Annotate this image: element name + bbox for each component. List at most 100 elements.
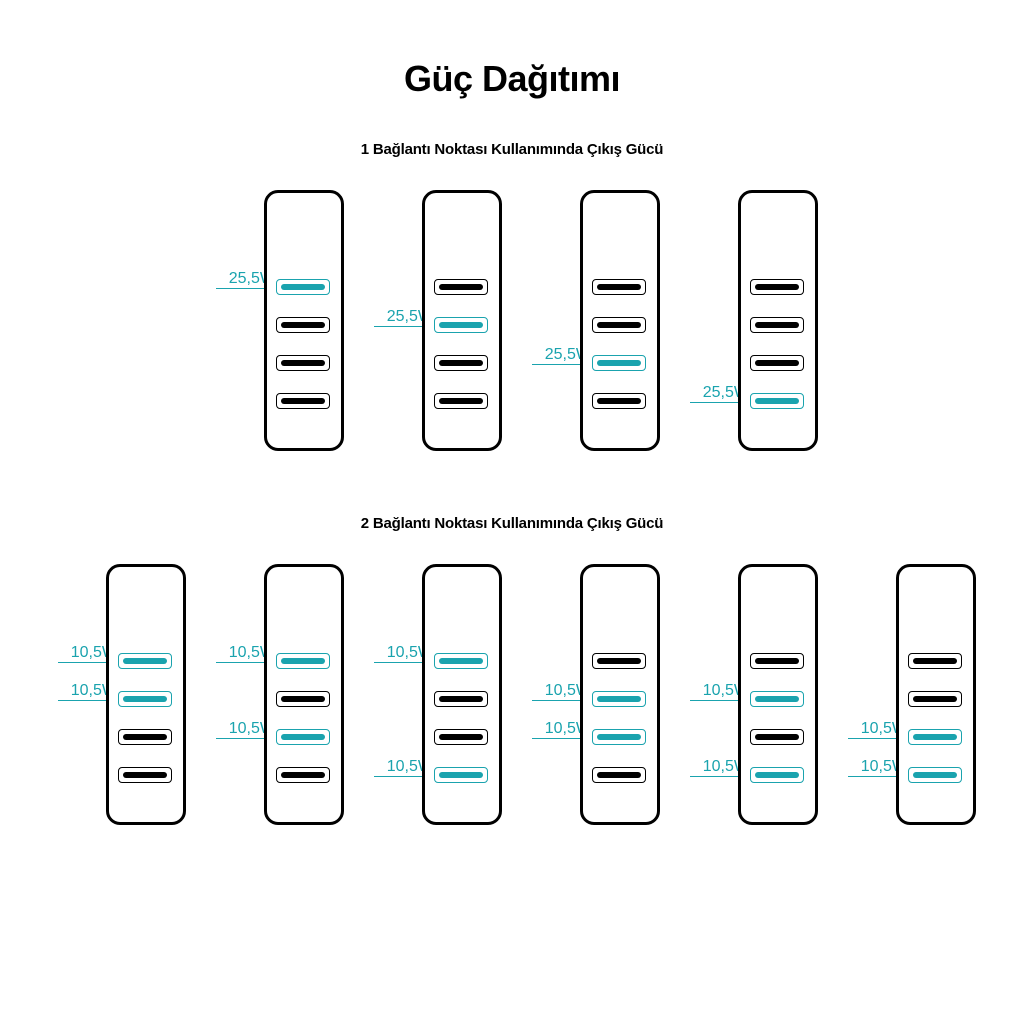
usb-c-port bbox=[118, 729, 172, 745]
usb-c-port-active bbox=[434, 767, 488, 783]
usb-c-port bbox=[434, 691, 488, 707]
port-slot bbox=[123, 658, 167, 664]
usb-c-port-active bbox=[750, 393, 804, 409]
port-wattage-label: 10,5W bbox=[228, 720, 275, 737]
charger-device bbox=[896, 564, 976, 825]
port-slot bbox=[597, 772, 641, 778]
wattage-leader-line bbox=[532, 738, 595, 739]
wattage-leader-line bbox=[690, 776, 753, 777]
port-slot bbox=[597, 696, 641, 702]
wattage-leader-line bbox=[216, 288, 279, 289]
port-slot bbox=[123, 734, 167, 740]
usb-c-port-active bbox=[118, 653, 172, 669]
usb-c-port bbox=[434, 279, 488, 295]
usb-c-port bbox=[750, 355, 804, 371]
port-wattage-label: 10,5W bbox=[702, 682, 749, 699]
wattage-leader-line bbox=[374, 662, 437, 663]
usb-c-port bbox=[276, 691, 330, 707]
port-slot bbox=[439, 772, 483, 778]
usb-c-port bbox=[434, 355, 488, 371]
usb-c-port bbox=[592, 393, 646, 409]
port-slot bbox=[597, 284, 641, 290]
wattage-leader-line bbox=[58, 662, 121, 663]
charger-device bbox=[422, 190, 502, 451]
port-slot bbox=[597, 322, 641, 328]
usb-c-port-active bbox=[434, 317, 488, 333]
usb-c-port-active bbox=[276, 729, 330, 745]
port-slot bbox=[281, 734, 325, 740]
usb-c-port bbox=[750, 317, 804, 333]
charger-device bbox=[580, 190, 660, 451]
wattage-leader-line bbox=[532, 364, 595, 365]
port-slot bbox=[439, 322, 483, 328]
usb-c-port-active bbox=[750, 767, 804, 783]
charger-device bbox=[580, 564, 660, 825]
usb-c-port bbox=[434, 729, 488, 745]
port-slot bbox=[439, 658, 483, 664]
usb-c-port bbox=[276, 317, 330, 333]
wattage-leader-line bbox=[374, 326, 437, 327]
usb-c-port bbox=[750, 279, 804, 295]
usb-c-port bbox=[750, 729, 804, 745]
port-slot bbox=[755, 284, 799, 290]
charger-device bbox=[738, 190, 818, 451]
port-slot bbox=[597, 398, 641, 404]
port-wattage-label: 10,5W bbox=[70, 644, 117, 661]
port-wattage-label: 10,5W bbox=[702, 758, 749, 775]
port-slot bbox=[281, 696, 325, 702]
usb-c-port-active bbox=[276, 279, 330, 295]
usb-c-port bbox=[908, 653, 962, 669]
port-slot bbox=[913, 734, 957, 740]
usb-c-port bbox=[434, 393, 488, 409]
port-slot bbox=[439, 360, 483, 366]
wattage-leader-line bbox=[690, 402, 753, 403]
usb-c-port bbox=[276, 393, 330, 409]
wattage-leader-line bbox=[216, 662, 279, 663]
port-slot bbox=[913, 658, 957, 664]
usb-c-port bbox=[118, 767, 172, 783]
port-slot bbox=[281, 322, 325, 328]
port-wattage-label: 10,5W bbox=[386, 758, 433, 775]
wattage-leader-line bbox=[690, 700, 753, 701]
usb-c-port bbox=[592, 317, 646, 333]
port-slot bbox=[439, 284, 483, 290]
port-slot bbox=[281, 658, 325, 664]
charger-device bbox=[264, 190, 344, 451]
page-title: Güç Dağıtımı bbox=[403, 58, 621, 99]
port-slot bbox=[281, 398, 325, 404]
port-slot bbox=[597, 658, 641, 664]
port-wattage-label: 25,5W bbox=[544, 346, 591, 363]
wattage-leader-line bbox=[848, 776, 911, 777]
usb-c-port-active bbox=[276, 653, 330, 669]
wattage-leader-line bbox=[216, 738, 279, 739]
wattage-leader-line bbox=[374, 776, 437, 777]
port-slot bbox=[755, 734, 799, 740]
port-wattage-label: 10,5W bbox=[544, 682, 591, 699]
usb-c-port bbox=[276, 767, 330, 783]
usb-c-port-active bbox=[434, 653, 488, 669]
usb-c-port bbox=[276, 355, 330, 371]
wattage-leader-line bbox=[532, 700, 595, 701]
section-2-subtitle: 2 Bağlantı Noktası Kullanımında Çıkış Gü… bbox=[360, 515, 664, 532]
section-1-subtitle: 1 Bağlantı Noktası Kullanımında Çıkış Gü… bbox=[360, 141, 664, 158]
port-slot bbox=[913, 696, 957, 702]
usb-c-port-active bbox=[592, 355, 646, 371]
usb-c-port bbox=[592, 279, 646, 295]
usb-c-port-active bbox=[908, 767, 962, 783]
port-slot bbox=[755, 360, 799, 366]
charger-device bbox=[264, 564, 344, 825]
charger-device bbox=[738, 564, 818, 825]
usb-c-port-active bbox=[118, 691, 172, 707]
usb-c-port-active bbox=[592, 729, 646, 745]
usb-c-port bbox=[908, 691, 962, 707]
port-slot bbox=[755, 696, 799, 702]
usb-c-port-active bbox=[592, 691, 646, 707]
port-slot bbox=[755, 322, 799, 328]
port-slot bbox=[597, 360, 641, 366]
port-slot bbox=[755, 772, 799, 778]
port-wattage-label: 25,5W bbox=[702, 384, 749, 401]
port-wattage-label: 10,5W bbox=[228, 644, 275, 661]
port-slot bbox=[439, 398, 483, 404]
